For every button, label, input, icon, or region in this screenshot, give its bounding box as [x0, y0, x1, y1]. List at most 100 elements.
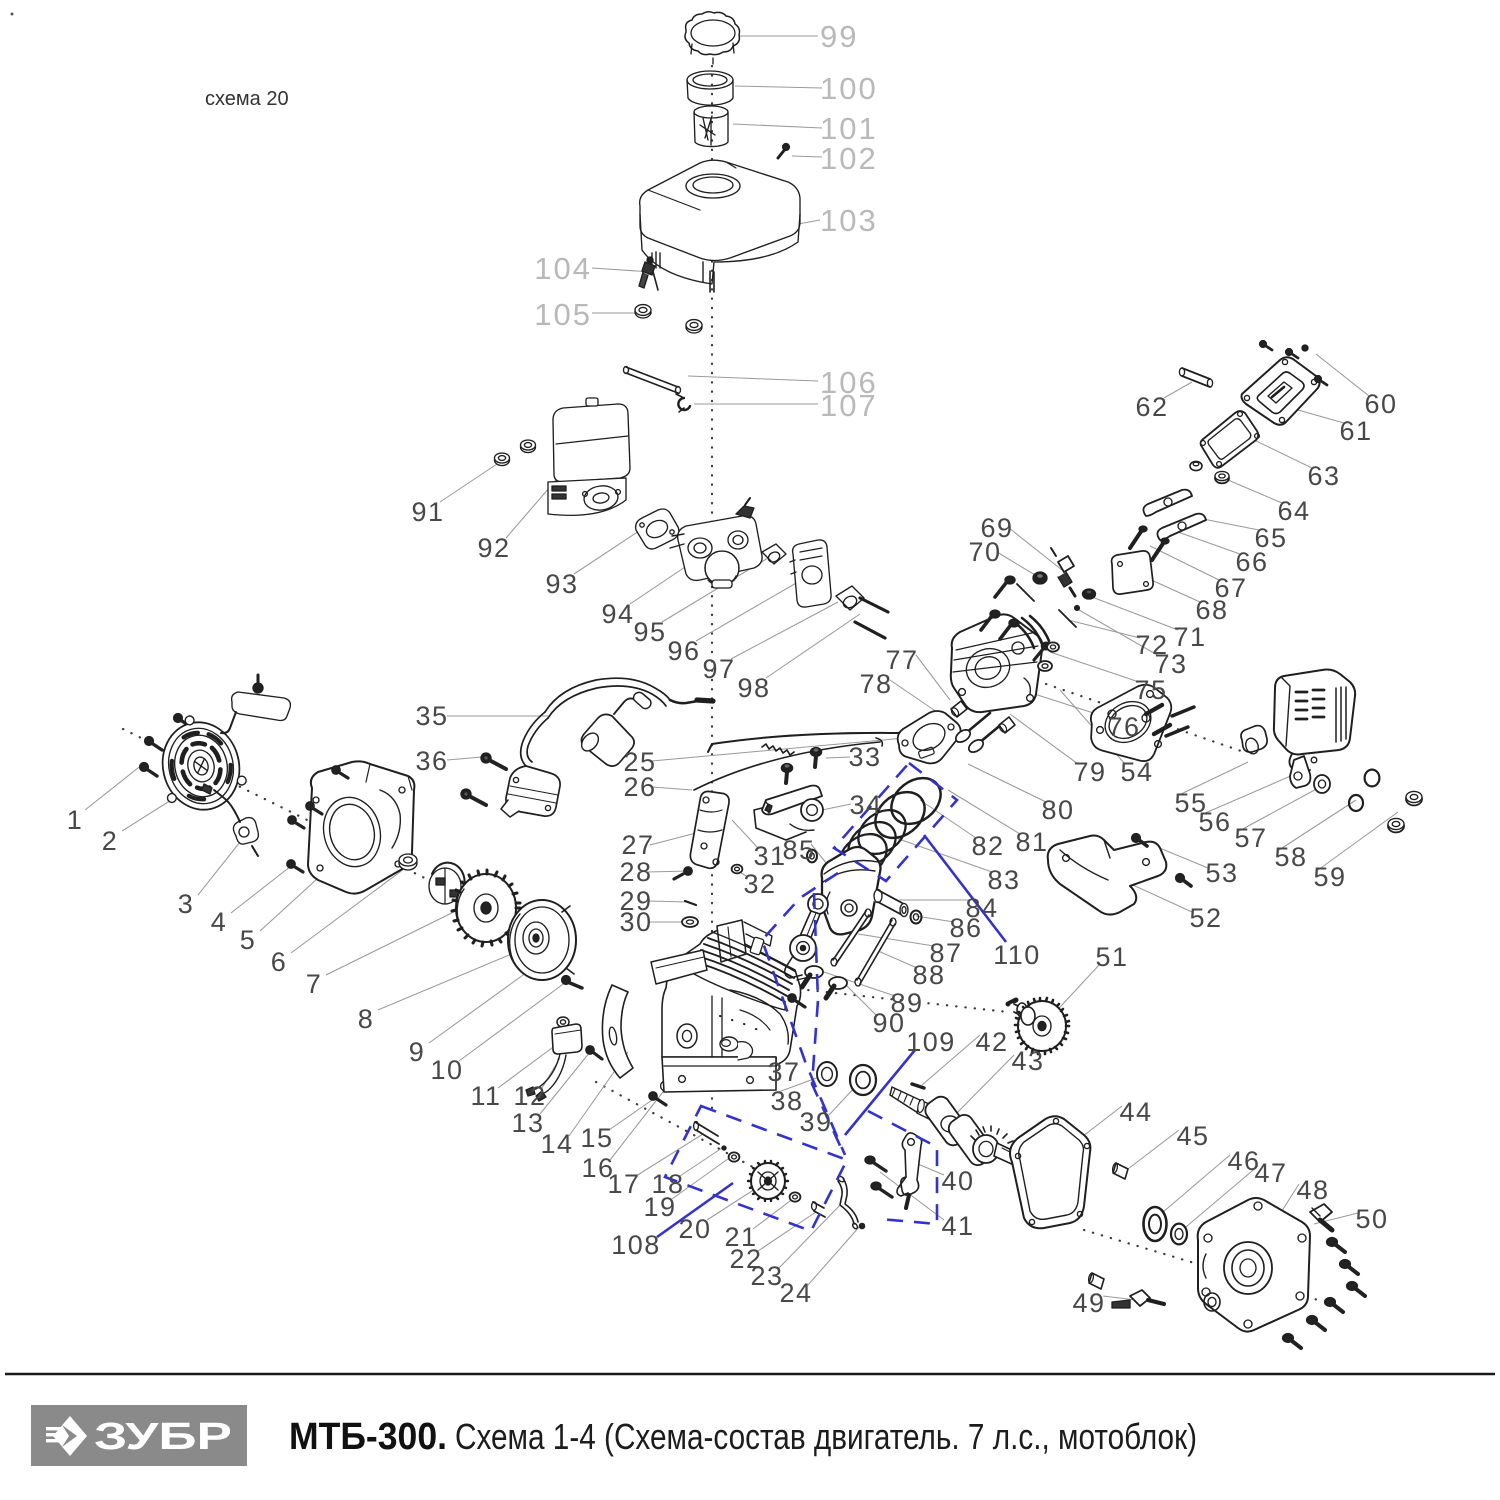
svg-text:60: 60 [1364, 389, 1397, 419]
svg-text:83: 83 [987, 865, 1020, 895]
svg-text:10: 10 [430, 1055, 463, 1085]
svg-text:45: 45 [1176, 1121, 1209, 1151]
svg-text:99: 99 [820, 19, 858, 54]
svg-text:Схема 1-4 (Схема-состав двигат: Схема 1-4 (Схема-состав двигатель. 7 л.с… [455, 1416, 1197, 1457]
svg-text:37: 37 [767, 1057, 800, 1087]
svg-text:53: 53 [1205, 858, 1238, 888]
svg-text:5: 5 [240, 925, 257, 955]
svg-text:69: 69 [980, 513, 1013, 543]
svg-text:103: 103 [820, 203, 878, 238]
svg-text:73: 73 [1154, 649, 1187, 679]
svg-text:91: 91 [411, 497, 444, 527]
svg-text:58: 58 [1274, 842, 1307, 872]
svg-text:66: 66 [1235, 547, 1268, 577]
svg-text:33: 33 [848, 742, 881, 772]
svg-text:101: 101 [820, 111, 878, 146]
svg-text:2: 2 [102, 826, 119, 856]
svg-text:23: 23 [750, 1261, 783, 1291]
svg-text:96: 96 [667, 636, 700, 666]
svg-text:41: 41 [941, 1211, 974, 1241]
svg-text:75: 75 [1134, 675, 1167, 705]
svg-text:106: 106 [820, 365, 878, 400]
svg-text:98: 98 [737, 673, 770, 703]
svg-text:93: 93 [545, 569, 578, 599]
svg-text:100: 100 [820, 71, 878, 106]
svg-text:54: 54 [1120, 757, 1153, 787]
svg-text:12: 12 [513, 1081, 546, 1111]
svg-text:29: 29 [619, 886, 652, 916]
svg-text:32: 32 [743, 869, 776, 899]
svg-text:51: 51 [1095, 942, 1128, 972]
svg-text:МТБ-300.: МТБ-300. [289, 1416, 447, 1458]
svg-text:34: 34 [849, 790, 882, 820]
svg-text:38: 38 [770, 1086, 803, 1116]
svg-text:102: 102 [820, 141, 878, 176]
svg-text:55: 55 [1174, 788, 1207, 818]
svg-text:90: 90 [872, 1008, 905, 1038]
svg-text:26: 26 [623, 772, 656, 802]
svg-text:11: 11 [470, 1081, 501, 1111]
svg-text:97: 97 [702, 654, 735, 684]
svg-text:63: 63 [1307, 461, 1340, 491]
svg-text:24: 24 [779, 1278, 812, 1308]
svg-text:70: 70 [968, 537, 1001, 567]
svg-text:14: 14 [540, 1129, 573, 1159]
svg-text:62: 62 [1135, 392, 1168, 422]
svg-text:64: 64 [1277, 496, 1310, 526]
svg-text:107: 107 [820, 388, 878, 423]
svg-text:15: 15 [580, 1123, 613, 1153]
svg-text:27: 27 [621, 830, 654, 860]
svg-text:86: 86 [949, 913, 982, 943]
svg-text:8: 8 [358, 1004, 375, 1034]
svg-text:57: 57 [1234, 823, 1267, 853]
svg-text:46: 46 [1227, 1146, 1260, 1176]
svg-text:49: 49 [1072, 1288, 1105, 1318]
svg-text:13: 13 [511, 1108, 544, 1138]
svg-text:50: 50 [1355, 1204, 1388, 1234]
svg-text:20: 20 [678, 1214, 711, 1244]
svg-text:52: 52 [1189, 903, 1222, 933]
svg-text:56: 56 [1198, 807, 1231, 837]
svg-text:39: 39 [799, 1107, 832, 1137]
svg-text:84: 84 [965, 893, 998, 923]
svg-text:28: 28 [619, 857, 652, 887]
svg-text:104: 104 [534, 251, 592, 286]
svg-text:19: 19 [643, 1192, 676, 1222]
svg-text:43: 43 [1011, 1046, 1044, 1076]
svg-text:82: 82 [971, 831, 1004, 861]
svg-text:7: 7 [306, 969, 323, 999]
svg-text:72: 72 [1135, 630, 1168, 660]
svg-text:18: 18 [651, 1169, 684, 1199]
svg-text:31: 31 [753, 841, 786, 871]
svg-text:109: 109 [906, 1027, 956, 1057]
svg-text:30: 30 [619, 907, 652, 937]
svg-text:36: 36 [415, 746, 448, 776]
svg-text:42: 42 [975, 1027, 1008, 1057]
svg-text:17: 17 [607, 1169, 640, 1199]
svg-text:35: 35 [415, 701, 448, 731]
svg-text:47: 47 [1254, 1158, 1287, 1188]
svg-text:25: 25 [623, 747, 656, 777]
svg-text:94: 94 [601, 599, 634, 629]
svg-text:105: 105 [534, 297, 592, 332]
svg-text:67: 67 [1214, 573, 1247, 603]
svg-text:71: 71 [1173, 622, 1206, 652]
svg-text:81: 81 [1015, 827, 1048, 857]
svg-text:59: 59 [1313, 862, 1346, 892]
svg-text:77: 77 [885, 645, 918, 675]
svg-text:68: 68 [1195, 595, 1228, 625]
svg-text:79: 79 [1073, 757, 1106, 787]
svg-text:78: 78 [859, 669, 892, 699]
svg-text:3: 3 [178, 889, 195, 919]
svg-text:22: 22 [729, 1244, 762, 1274]
svg-text:61: 61 [1339, 416, 1372, 446]
svg-text:95: 95 [633, 617, 666, 647]
svg-text:40: 40 [941, 1166, 974, 1196]
svg-text:85: 85 [782, 835, 815, 865]
svg-text:87: 87 [929, 938, 962, 968]
svg-text:110: 110 [993, 940, 1041, 970]
svg-text:1: 1 [67, 805, 84, 835]
svg-text:108: 108 [611, 1230, 661, 1260]
svg-text:80: 80 [1041, 795, 1074, 825]
svg-text:65: 65 [1254, 523, 1287, 553]
